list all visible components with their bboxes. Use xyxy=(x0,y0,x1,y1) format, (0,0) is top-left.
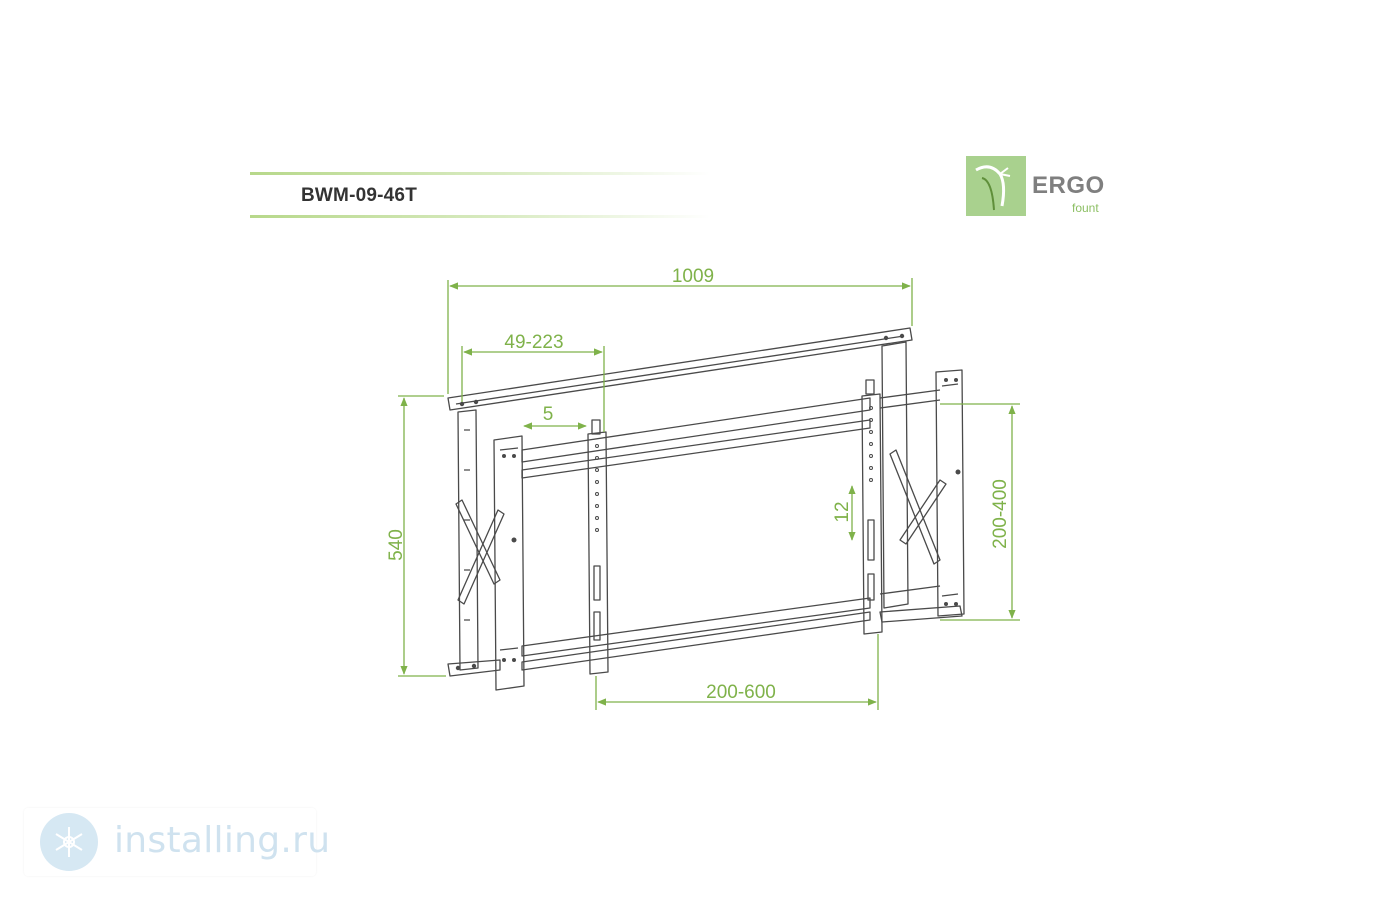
right-brace-a xyxy=(889,449,941,565)
header-rule-bottom xyxy=(250,215,710,218)
frame-top-bar xyxy=(521,397,871,463)
left-wall-bracket xyxy=(457,409,479,671)
left-brace-a xyxy=(455,499,501,585)
header-rule-top xyxy=(250,172,710,175)
frame-mid-bar-top xyxy=(521,419,871,479)
bottom-rail xyxy=(447,659,501,677)
right-arm-bar xyxy=(935,369,965,617)
dim-label-vesa-vertical: 200-400 xyxy=(990,479,1011,549)
frame-bottom-bar xyxy=(521,597,871,657)
left-brace-b xyxy=(457,509,505,605)
right-hanger xyxy=(861,393,883,635)
dim-label-overall-height: 540 xyxy=(386,529,407,561)
mount-frame xyxy=(447,327,965,691)
dim-label-overall-width: 1009 xyxy=(672,266,714,287)
logo-wordmark: ERGO xyxy=(1032,172,1105,199)
dimension-lines xyxy=(398,278,1020,710)
dim-label-small-gap: 5 xyxy=(543,404,554,425)
brand-logo: ERGO fount xyxy=(966,156,1116,218)
dim-label-arm-offset: 49-223 xyxy=(504,332,563,353)
top-rail-inner xyxy=(455,335,905,405)
snowflake-globe-icon xyxy=(40,813,98,871)
right-wall-bracket xyxy=(881,341,909,609)
dim-label-vertical-adjust: 12 xyxy=(832,501,853,522)
dim-label-vesa-horizontal: 200-600 xyxy=(706,682,776,703)
ergofount-logo-icon xyxy=(966,156,1026,216)
top-rail xyxy=(447,327,913,411)
left-arm-bar xyxy=(493,435,525,691)
watermark-text: installing.ru xyxy=(114,820,331,861)
frame-bottom-bar-2 xyxy=(521,611,871,671)
mount-bolts xyxy=(455,333,961,671)
right-brace-b xyxy=(899,479,947,545)
watermark: installing.ru xyxy=(24,808,330,876)
model-title: BWM-09-46T xyxy=(301,185,418,206)
logo-subtext: fount xyxy=(1072,201,1099,215)
